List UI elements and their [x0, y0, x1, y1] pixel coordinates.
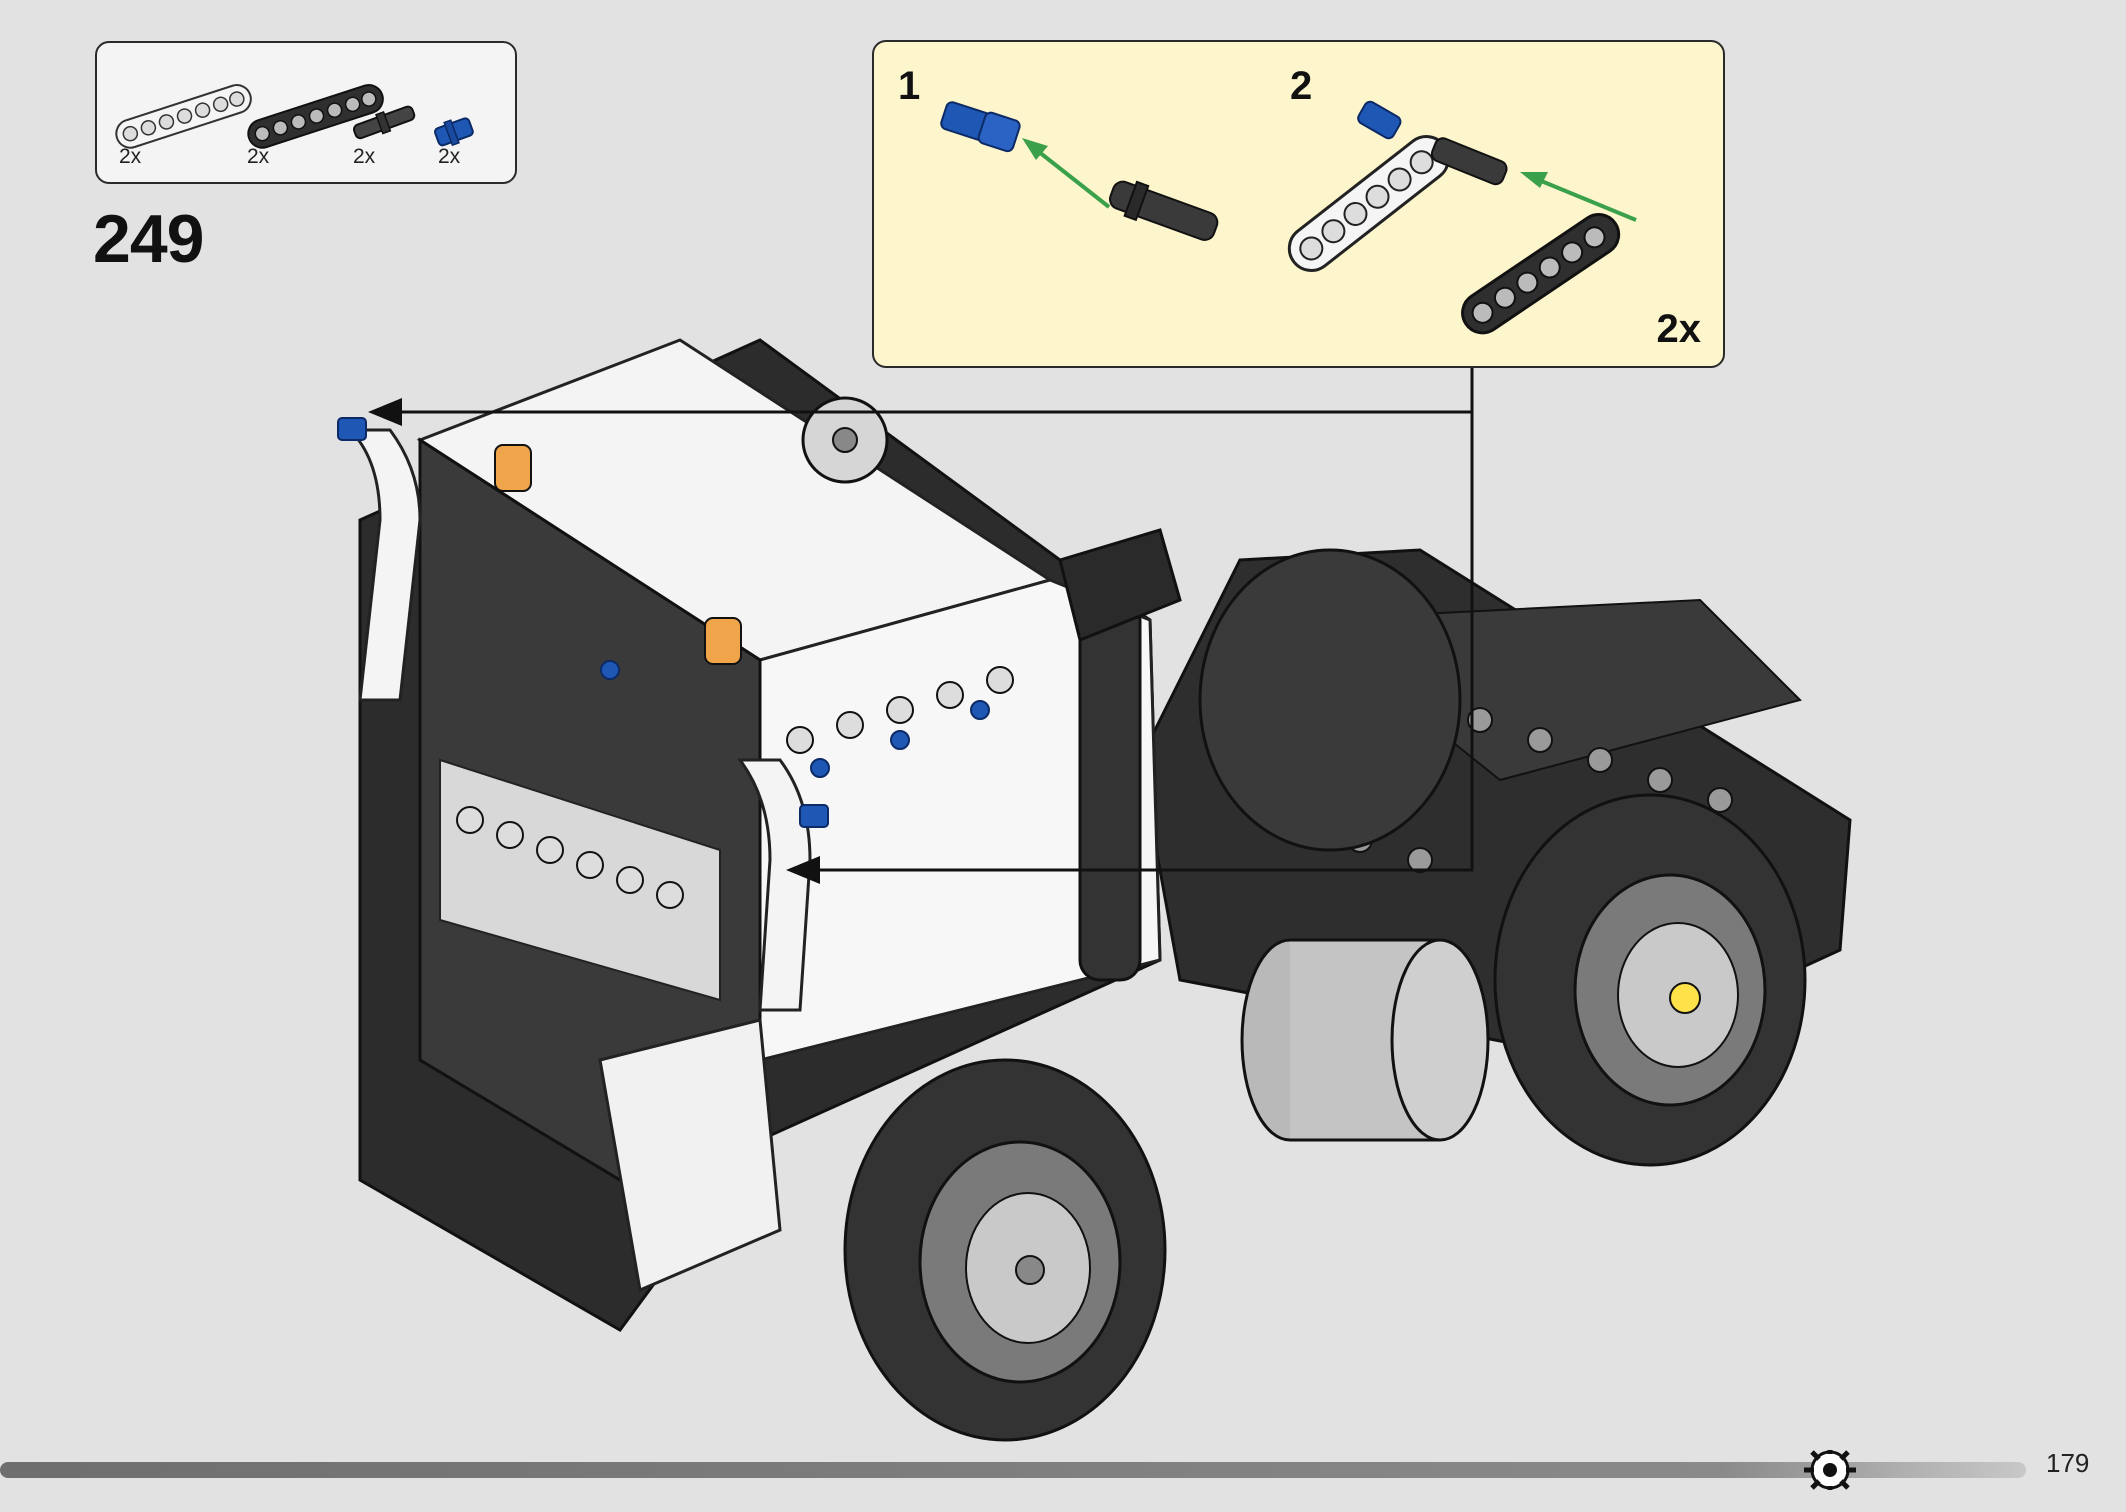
orange-beacon — [494, 444, 532, 492]
part-quantity: 2x — [353, 145, 376, 168]
blue-pin-part — [1357, 100, 1402, 140]
fuel-tank — [1240, 938, 1490, 1142]
part-quantity: 2x — [247, 145, 270, 168]
sub-assembly-multiplier: 2x — [1656, 307, 1702, 351]
callout-arrowhead — [786, 856, 820, 884]
black-liftarm-part — [1461, 213, 1621, 335]
mirror-arm — [337, 417, 422, 702]
step-number: 249 — [93, 201, 204, 277]
blue-pin-part — [940, 101, 1021, 153]
sub-assembly-illustration — [940, 100, 1637, 335]
black-axle-pin-part — [1430, 137, 1508, 186]
parts-list-box: 2x 2x 2x 2x — [95, 41, 517, 184]
roof-gear — [801, 396, 889, 484]
rear-wheel — [1493, 793, 1807, 1167]
parts-list-illustration — [115, 84, 474, 149]
orange-beacon — [704, 617, 742, 665]
part-quantity: 2x — [438, 145, 461, 168]
progress-bar — [0, 1450, 2026, 1490]
gear-icon — [1804, 1450, 1856, 1490]
callout-arrowhead — [368, 398, 402, 426]
front-wheel — [843, 1058, 1167, 1442]
black-axle-pin-part — [353, 105, 416, 140]
blue-pin-part — [434, 117, 474, 147]
black-axle-pin-part — [1109, 180, 1219, 241]
substep-number: 2 — [1290, 64, 1313, 108]
white-liftarm-part — [1287, 135, 1450, 272]
rear-wheel-back — [1198, 548, 1462, 852]
substep-number: 1 — [898, 64, 921, 108]
part-quantity: 2x — [119, 145, 142, 168]
green-assembly-arrow — [1022, 138, 1111, 209]
white-liftarm-part — [115, 84, 252, 149]
black-liftarm-part — [247, 84, 384, 149]
callout-lines — [395, 367, 1474, 872]
green-assembly-arrow — [1520, 172, 1637, 222]
page-number: 179 — [2046, 1448, 2090, 1478]
sub-assembly-box: 1 2 2x — [872, 40, 1725, 368]
truck-cab — [337, 338, 1182, 1332]
exhaust-stack — [1058, 528, 1182, 982]
mirror-arm — [737, 758, 829, 1012]
